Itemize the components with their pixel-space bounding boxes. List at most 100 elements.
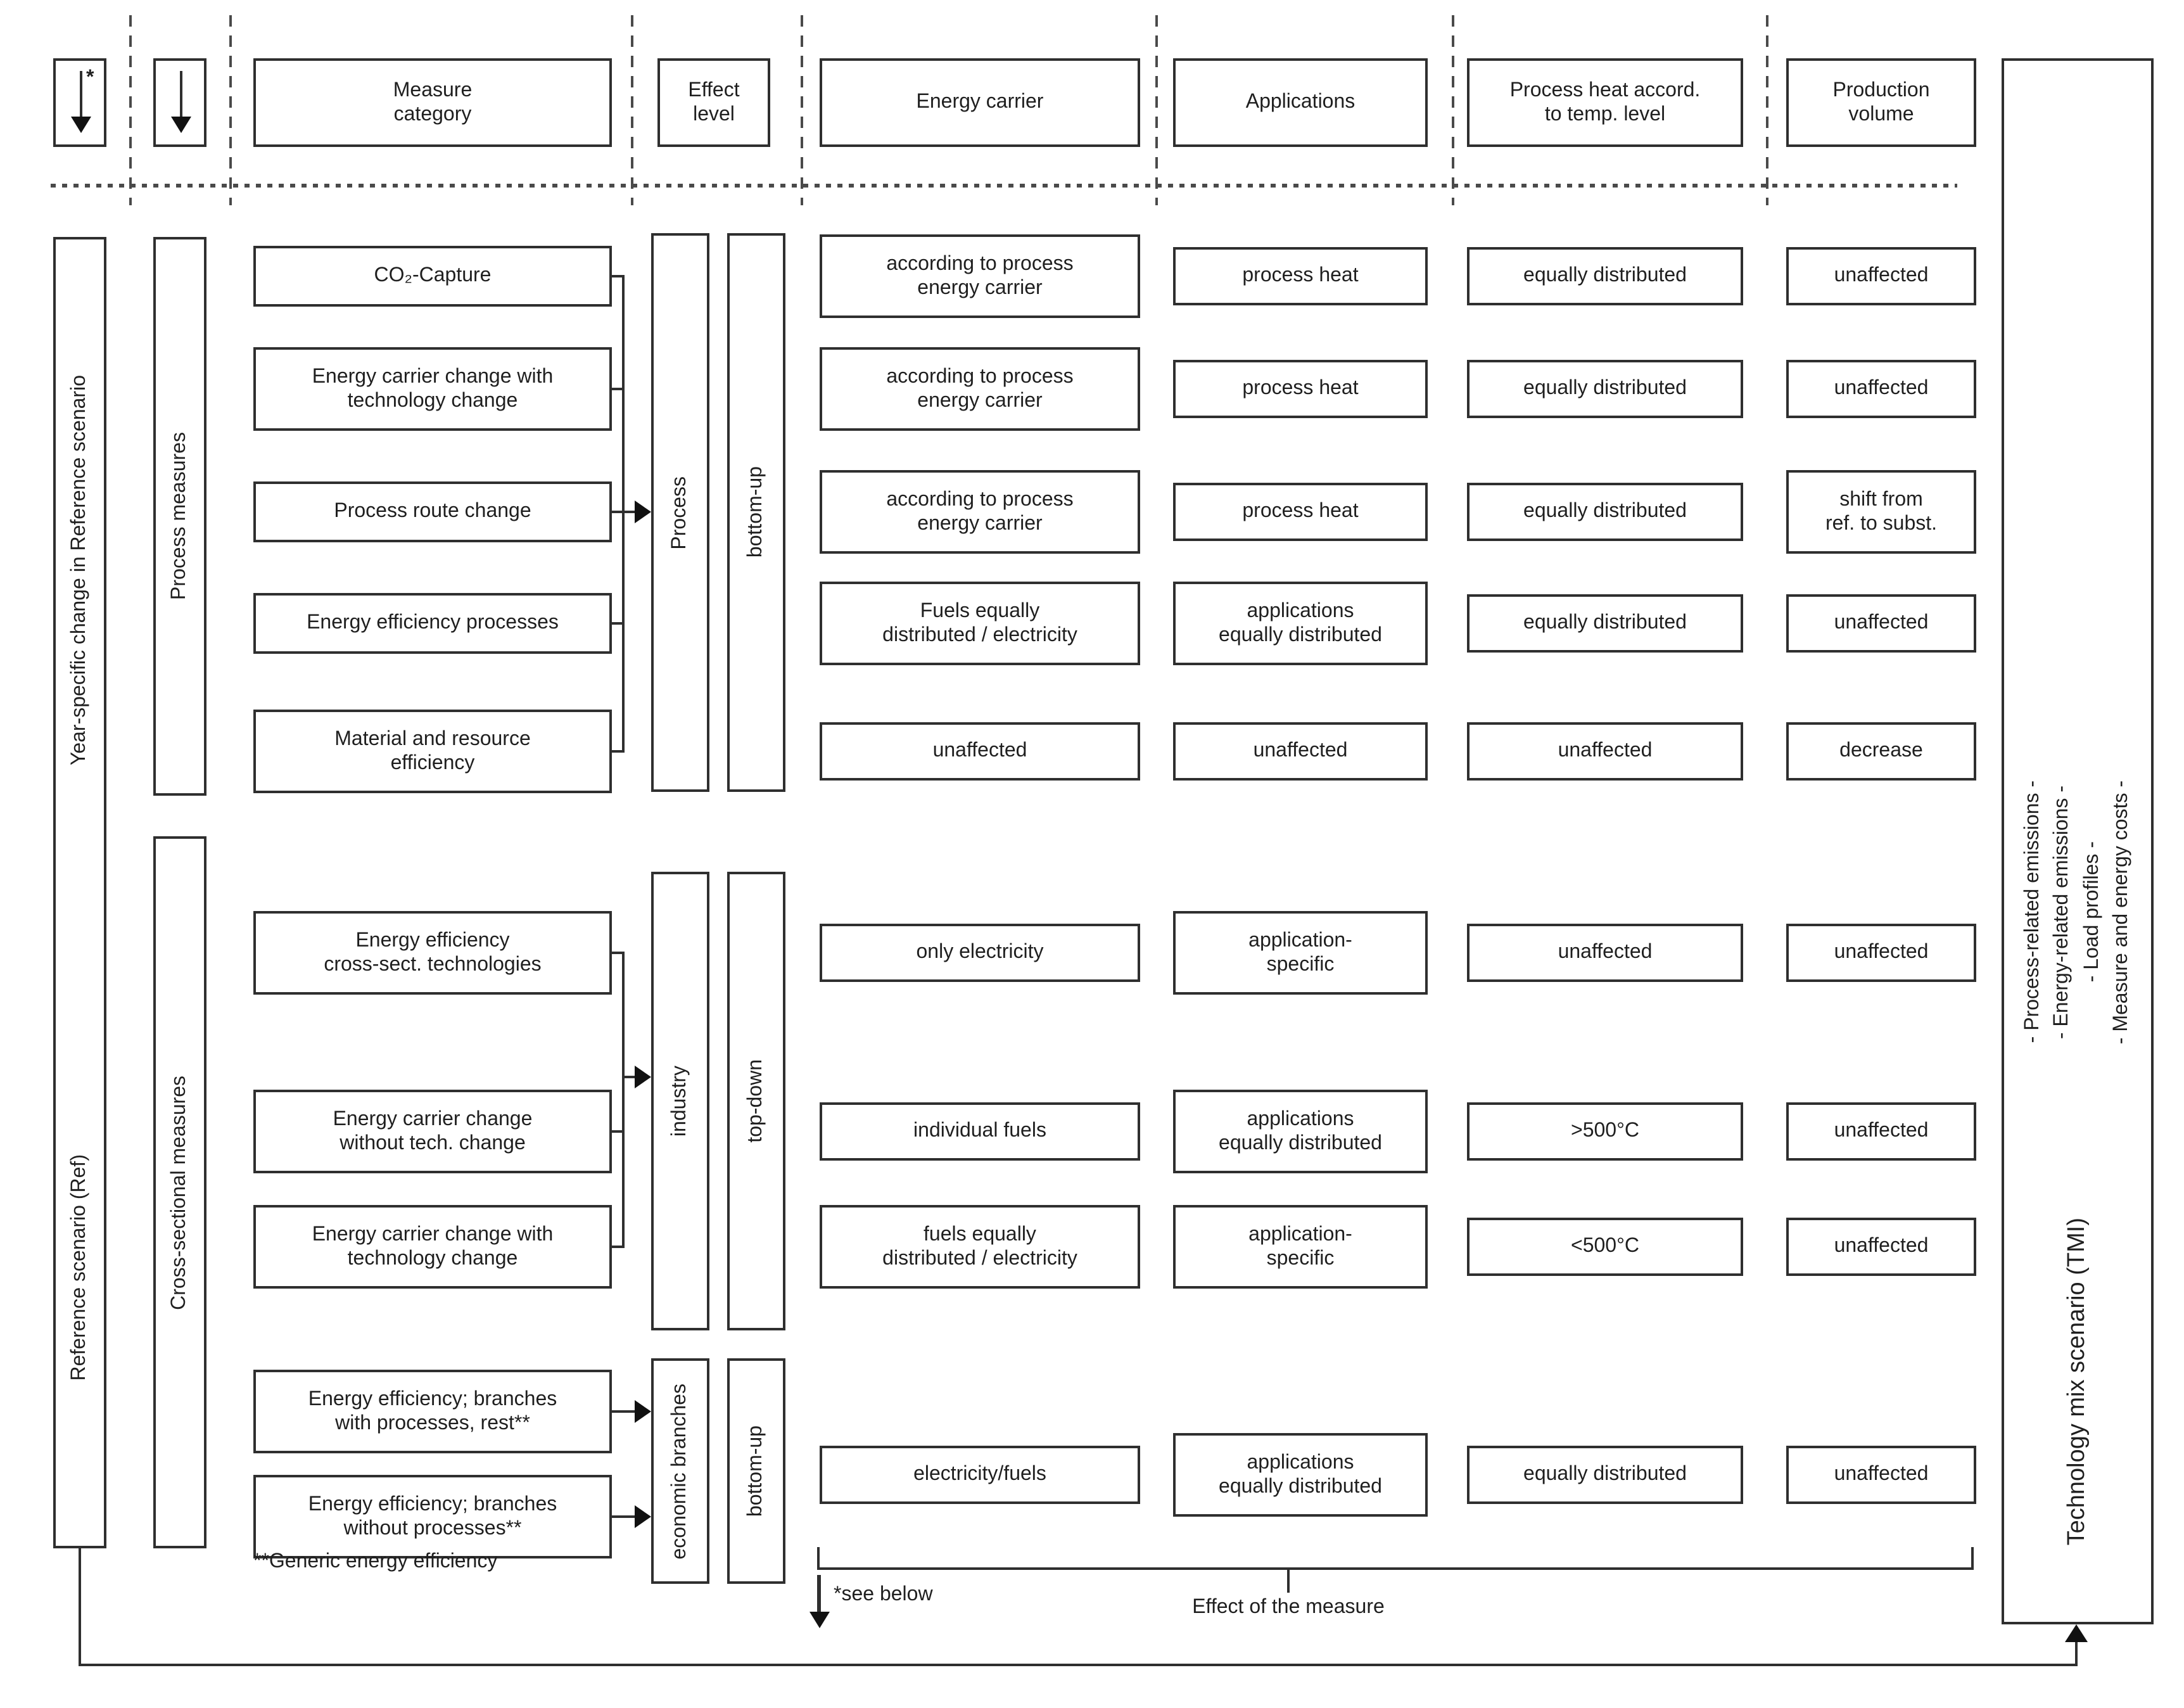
connector-line	[612, 1130, 622, 1133]
measure-ee-branches-with-processes: Energy efficiency; branches with process…	[253, 1370, 612, 1453]
process-measures-label: Process measures	[168, 432, 190, 601]
header-arrow-box-measures	[153, 58, 206, 147]
effect-process-box: Process	[651, 233, 709, 792]
cell-applications: applications equally distributed	[1173, 582, 1428, 665]
measure-ec-change-without-tech: Energy carrier change without tech. chan…	[253, 1090, 612, 1173]
connector-arrow-line	[612, 1515, 635, 1518]
cell-applications: process heat	[1173, 247, 1428, 305]
connector-arrow-line	[612, 511, 635, 513]
header-measure-category: Measure category	[253, 58, 612, 147]
cross-sectional-measures-box: Cross-sectional measures	[153, 836, 206, 1548]
up-arrowhead-icon	[2065, 1624, 2088, 1642]
column-separator-dashed-line	[1766, 15, 1768, 205]
down-arrow-icon	[180, 71, 182, 117]
effect-bottom-up-box: bottom-up	[727, 233, 785, 792]
see-below-down-arrow-icon	[817, 1575, 821, 1613]
measure-ee-branches-without-processes: Energy efficiency; branches without proc…	[253, 1475, 612, 1558]
cell-energy-carrier: unaffected	[820, 722, 1140, 781]
right-arrowhead-icon	[635, 500, 651, 523]
down-arrowhead-icon	[171, 117, 191, 133]
feedback-line-up-stub	[2075, 1640, 2078, 1666]
cell-process-heat: <500°C	[1467, 1218, 1743, 1276]
connector-line	[612, 750, 622, 753]
down-arrow-icon	[80, 71, 82, 117]
connector-line	[612, 388, 622, 390]
right-arrowhead-icon	[635, 1505, 651, 1528]
see-below-down-arrowhead-icon	[809, 1612, 830, 1628]
header-effect-level: Effect level	[657, 58, 770, 147]
tmi-outputs-wrap: - Process-related emissions - - Energy-r…	[2002, 545, 2154, 1280]
cell-production: unaffected	[1786, 1102, 1976, 1161]
cell-applications: unaffected	[1173, 722, 1428, 781]
measure-co2-capture: CO₂-Capture	[253, 246, 612, 307]
tmi-output-load-profiles: - Load profiles -	[2081, 841, 2102, 983]
cell-production: unaffected	[1786, 924, 1976, 982]
effect-top-down-label: top-down	[744, 1059, 766, 1143]
header-arrow-box-reference: *	[53, 58, 106, 147]
cell-process-heat: equally distributed	[1467, 1446, 1743, 1504]
cell-production: unaffected	[1786, 1218, 1976, 1276]
cell-applications: application- specific	[1173, 911, 1428, 995]
cell-process-heat: equally distributed	[1467, 247, 1743, 305]
column-separator-dashed-line	[129, 15, 132, 205]
header-separator-dotted-line	[51, 184, 1957, 188]
cell-process-heat: equally distributed	[1467, 483, 1743, 541]
year-specific-change-label: Year-specific change in Reference scenar…	[68, 374, 90, 766]
cell-applications: applications equally distributed	[1173, 1090, 1428, 1173]
connector-bus-line	[622, 952, 625, 1248]
tmi-title: Technology mix scenario (TMI)	[2064, 1217, 2091, 1545]
effect-process-label: Process	[668, 476, 690, 549]
effect-of-measure-label: Effect of the measure	[1192, 1596, 1385, 1618]
down-arrowhead-icon	[71, 117, 91, 133]
connector-line	[612, 1246, 622, 1248]
measure-energy-carrier-change-tech: Energy carrier change with technology ch…	[253, 347, 612, 431]
effect-bracket-left-tick	[817, 1547, 820, 1567]
cell-energy-carrier: individual fuels	[820, 1102, 1140, 1161]
see-below-label: *see below	[834, 1584, 933, 1605]
tmi-output-energy-emissions: - Energy-related emissions -	[2051, 785, 2073, 1040]
tmi-output-measure-energy-costs: - Measure and energy costs -	[2110, 780, 2132, 1045]
cell-production: unaffected	[1786, 1446, 1976, 1504]
cell-process-heat: unaffected	[1467, 722, 1743, 781]
effect-industry-label: industry	[668, 1065, 690, 1137]
effect-bracket-line	[817, 1567, 1974, 1570]
asterisk-marker: *	[86, 67, 94, 89]
effect-bottom-up-label: bottom-up	[744, 466, 766, 559]
cell-process-heat: >500°C	[1467, 1102, 1743, 1161]
cell-process-heat: equally distributed	[1467, 360, 1743, 418]
effect-branches-bottom-up-box: bottom-up	[727, 1358, 785, 1584]
effect-branches-bottom-up-label: bottom-up	[744, 1425, 766, 1517]
connector-arrow-line	[622, 1076, 635, 1078]
process-measures-box: Process measures	[153, 237, 206, 796]
cell-energy-carrier: fuels equally distributed / electricity	[820, 1205, 1140, 1289]
effect-economic-branches-box: economic branches	[651, 1358, 709, 1584]
connector-arrow-line	[612, 1410, 635, 1413]
cell-applications: process heat	[1173, 360, 1428, 418]
cell-applications: application- specific	[1173, 1205, 1428, 1289]
effect-bracket-stem	[1287, 1570, 1290, 1593]
column-separator-dashed-line	[631, 15, 633, 205]
reference-scenario-label-wrap: Reference scenario (Ref)	[53, 1115, 106, 1419]
cell-process-heat: unaffected	[1467, 924, 1743, 982]
cell-applications: applications equally distributed	[1173, 1433, 1428, 1517]
header-energy-carrier: Energy carrier	[820, 58, 1140, 147]
year-specific-change-label-wrap: Year-specific change in Reference scenar…	[53, 317, 106, 824]
column-separator-dashed-line	[801, 15, 803, 205]
cell-production: unaffected	[1786, 360, 1976, 418]
connector-line	[612, 275, 622, 277]
reference-scenario-box	[53, 237, 106, 1548]
cell-energy-carrier: according to process energy carrier	[820, 234, 1140, 318]
measure-ec-change-with-tech: Energy carrier change with technology ch…	[253, 1205, 612, 1289]
effect-industry-box: industry	[651, 872, 709, 1330]
cell-energy-carrier: according to process energy carrier	[820, 470, 1140, 554]
cross-sectional-measures-label: Cross-sectional measures	[168, 1075, 190, 1310]
connector-bus-line	[622, 275, 625, 753]
effect-bracket-right-tick	[1971, 1547, 1974, 1567]
effect-top-down-box: top-down	[727, 872, 785, 1330]
cell-process-heat: equally distributed	[1467, 594, 1743, 653]
feedback-line-left-stub	[79, 1548, 81, 1666]
effect-economic-branches-label: economic branches	[668, 1383, 690, 1559]
header-applications: Applications	[1173, 58, 1428, 147]
measure-process-route-change: Process route change	[253, 481, 612, 542]
